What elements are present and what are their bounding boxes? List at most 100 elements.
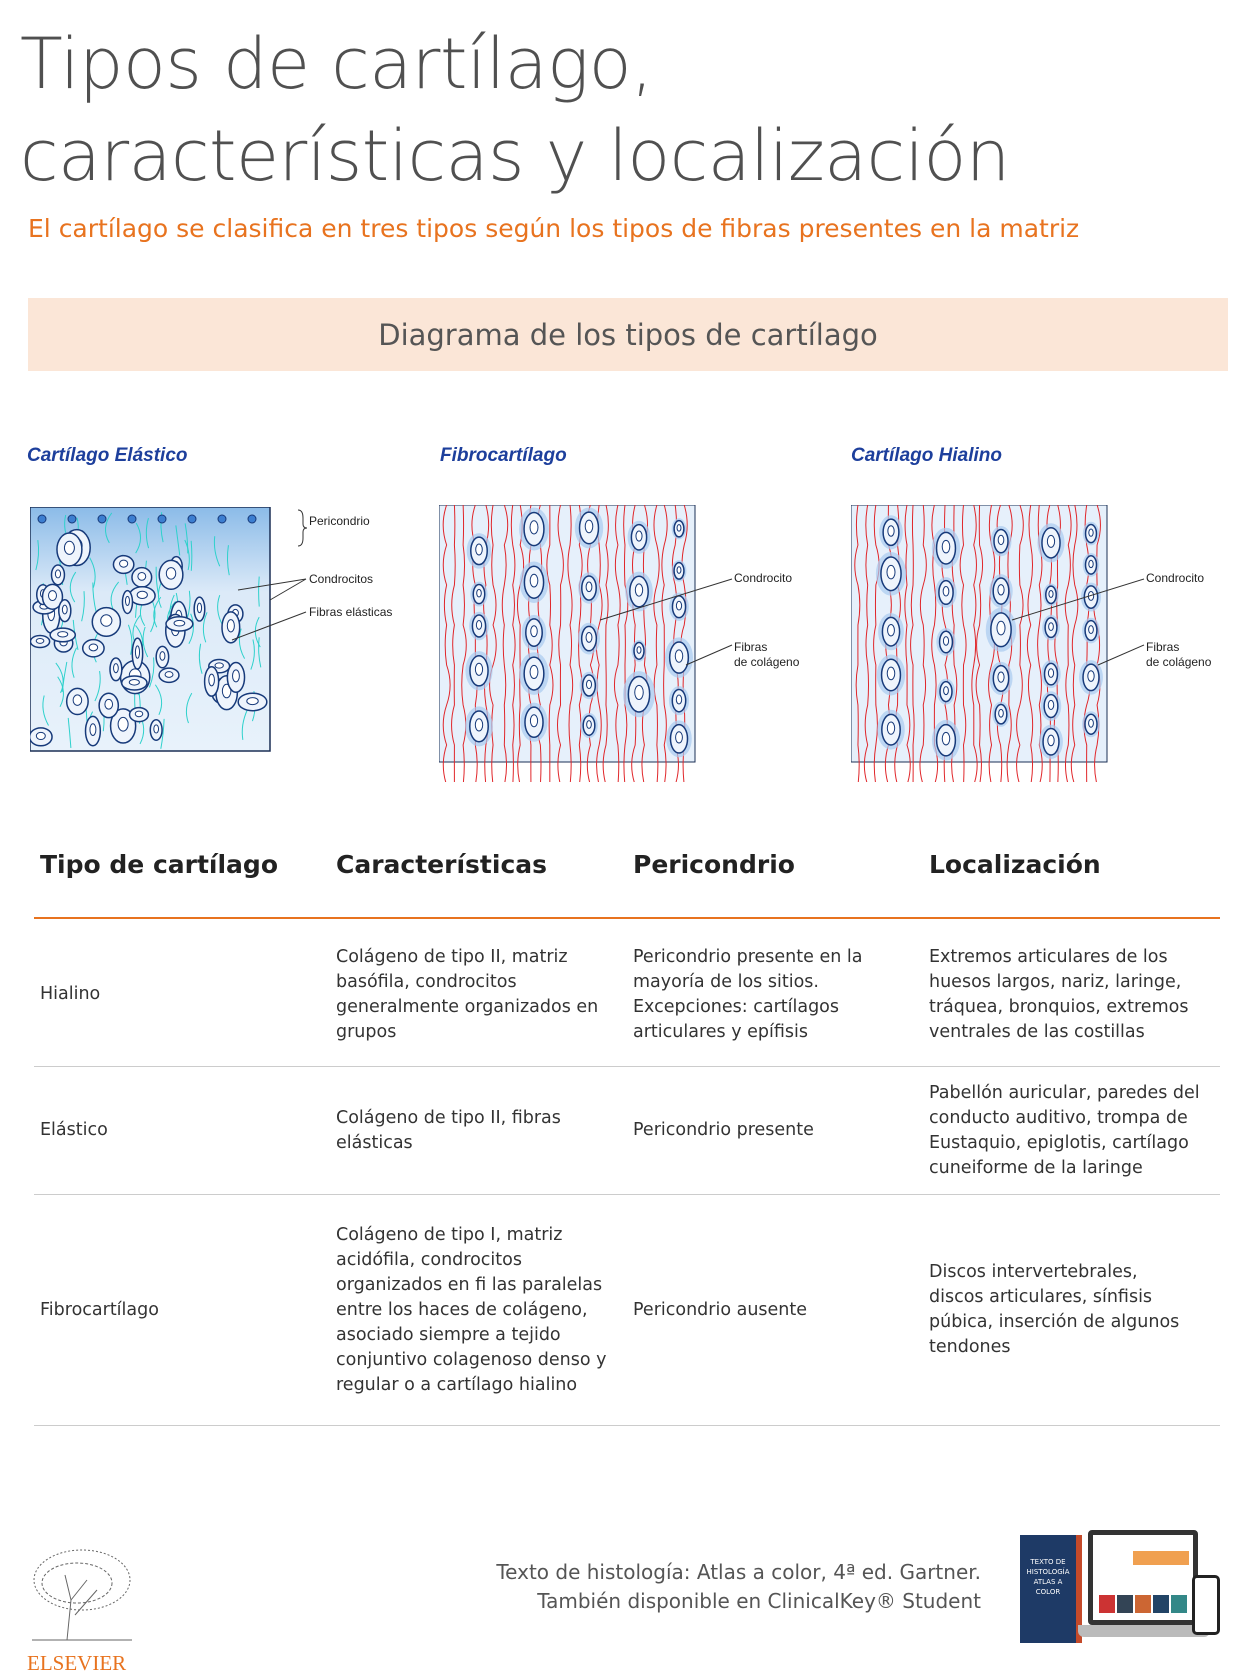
collagen-fiber (653, 505, 660, 782)
nucleus (474, 718, 484, 732)
nucleus (529, 664, 539, 679)
nucleus (159, 651, 166, 661)
nucleus (584, 519, 594, 534)
nucleus (997, 534, 1005, 546)
cell-location: Extremos articulares de los huesos largo… (929, 946, 1189, 1042)
nucleus (137, 572, 147, 581)
elastic-fiber (105, 512, 113, 544)
laptop-screen (1088, 1530, 1198, 1625)
collagen-fiber (546, 505, 554, 782)
label-condrocito-hialino: Condrocito (1146, 571, 1205, 585)
elastic-fiber (61, 661, 68, 692)
nucleus (887, 525, 895, 537)
nucleus (675, 694, 683, 705)
collagen-fiber (919, 505, 927, 782)
perichondrium-cell (247, 514, 257, 524)
row-divider (34, 1066, 1220, 1067)
elastic-fiber (71, 647, 77, 678)
elastic-fiber (150, 601, 156, 633)
nucleus (942, 586, 950, 597)
elastic-fiber (160, 718, 165, 749)
cell-characteristics: Colágeno de tipo II, matriz basófila, co… (336, 946, 599, 1042)
nucleus (165, 567, 177, 580)
nucleus (1046, 534, 1056, 548)
elastic-fiber (213, 536, 221, 567)
row-divider (34, 1425, 1220, 1426)
nucleus (998, 708, 1004, 718)
perichondrium-cell (127, 514, 137, 524)
nucleus (886, 666, 896, 681)
page-title: Tipos de cartílago, características y lo… (20, 18, 1010, 202)
collagen-fiber (1093, 505, 1101, 782)
elastic-fiber (145, 518, 150, 549)
cell-type: Elástico (40, 1120, 108, 1140)
nucleus (529, 520, 539, 535)
perichondrium-cell (67, 514, 77, 524)
collagen-fiber (971, 505, 978, 782)
nucleus (529, 714, 539, 728)
nucleus (1088, 718, 1094, 728)
nucleus (89, 723, 97, 736)
elsevier-logo: ELSEVIER (27, 1545, 135, 1675)
collagen-fiber (854, 505, 861, 782)
nucleus (1048, 589, 1054, 598)
nucleus (529, 573, 539, 588)
elsevier-wordmark: ELSEVIER (27, 1651, 127, 1675)
cell-perichondrium: Pericondrio presente (633, 1120, 814, 1140)
elastic-fiber (154, 684, 163, 715)
nucleus (136, 590, 148, 599)
perichondrium-cell (187, 514, 197, 524)
nucleus (941, 539, 951, 554)
cell-location: Pabellón auricular, paredes del conducto… (929, 1082, 1200, 1178)
cell-type: Hialino (40, 984, 101, 1004)
label-leader-lines (231, 509, 1145, 666)
collagen-fiber (863, 505, 870, 782)
nucleus (585, 679, 593, 690)
elastic-fiber (92, 582, 97, 613)
elastic-fiber (217, 595, 224, 626)
nucleus (54, 569, 62, 579)
tree-icon (32, 1549, 132, 1641)
nucleus (57, 631, 69, 638)
diagram-title-elastic: Cartílago Elástico (27, 445, 188, 466)
nucleus (586, 720, 592, 729)
label-line: Fibras (734, 640, 768, 654)
elastic-fiber (42, 695, 49, 726)
nucleus (113, 663, 119, 674)
nucleus (124, 595, 130, 606)
nucleus (117, 716, 129, 732)
book-title: TEXTO DE HISTOLOGÍA ATLAS A COLOR (1026, 1558, 1070, 1596)
collagen-fiber (623, 505, 629, 782)
nucleus (1047, 699, 1055, 711)
collagen-fiber (501, 505, 509, 782)
nucleus (88, 643, 99, 652)
book-cover: TEXTO DE HISTOLOGÍA ATLAS A COLOR (1020, 1535, 1082, 1643)
nucleus (63, 540, 75, 555)
perichondrium-cell (157, 514, 167, 524)
fibrocartilage-diagram (439, 505, 696, 782)
nucleus (635, 530, 643, 542)
nucleus (119, 559, 129, 568)
perichondrium-cell (97, 514, 107, 524)
nucleus (675, 731, 683, 744)
header-caracteristicas: Características (336, 850, 548, 879)
elastic-fiber (35, 539, 40, 571)
nucleus (164, 671, 174, 678)
nucleus (35, 637, 45, 644)
nucleus (474, 662, 484, 676)
nucleus (475, 543, 483, 556)
nucleus (61, 604, 68, 615)
nucleus (941, 731, 951, 746)
nucleus (1088, 559, 1094, 569)
elastic-fiber (148, 657, 155, 688)
nucleus (1088, 528, 1094, 537)
nucleus (585, 581, 593, 593)
nucleus (173, 619, 186, 627)
nucleus (676, 524, 682, 532)
elastic-fiber (67, 717, 72, 748)
collagen-fiber (661, 505, 668, 782)
nucleus (636, 646, 642, 654)
elastic-fiber (127, 624, 133, 655)
